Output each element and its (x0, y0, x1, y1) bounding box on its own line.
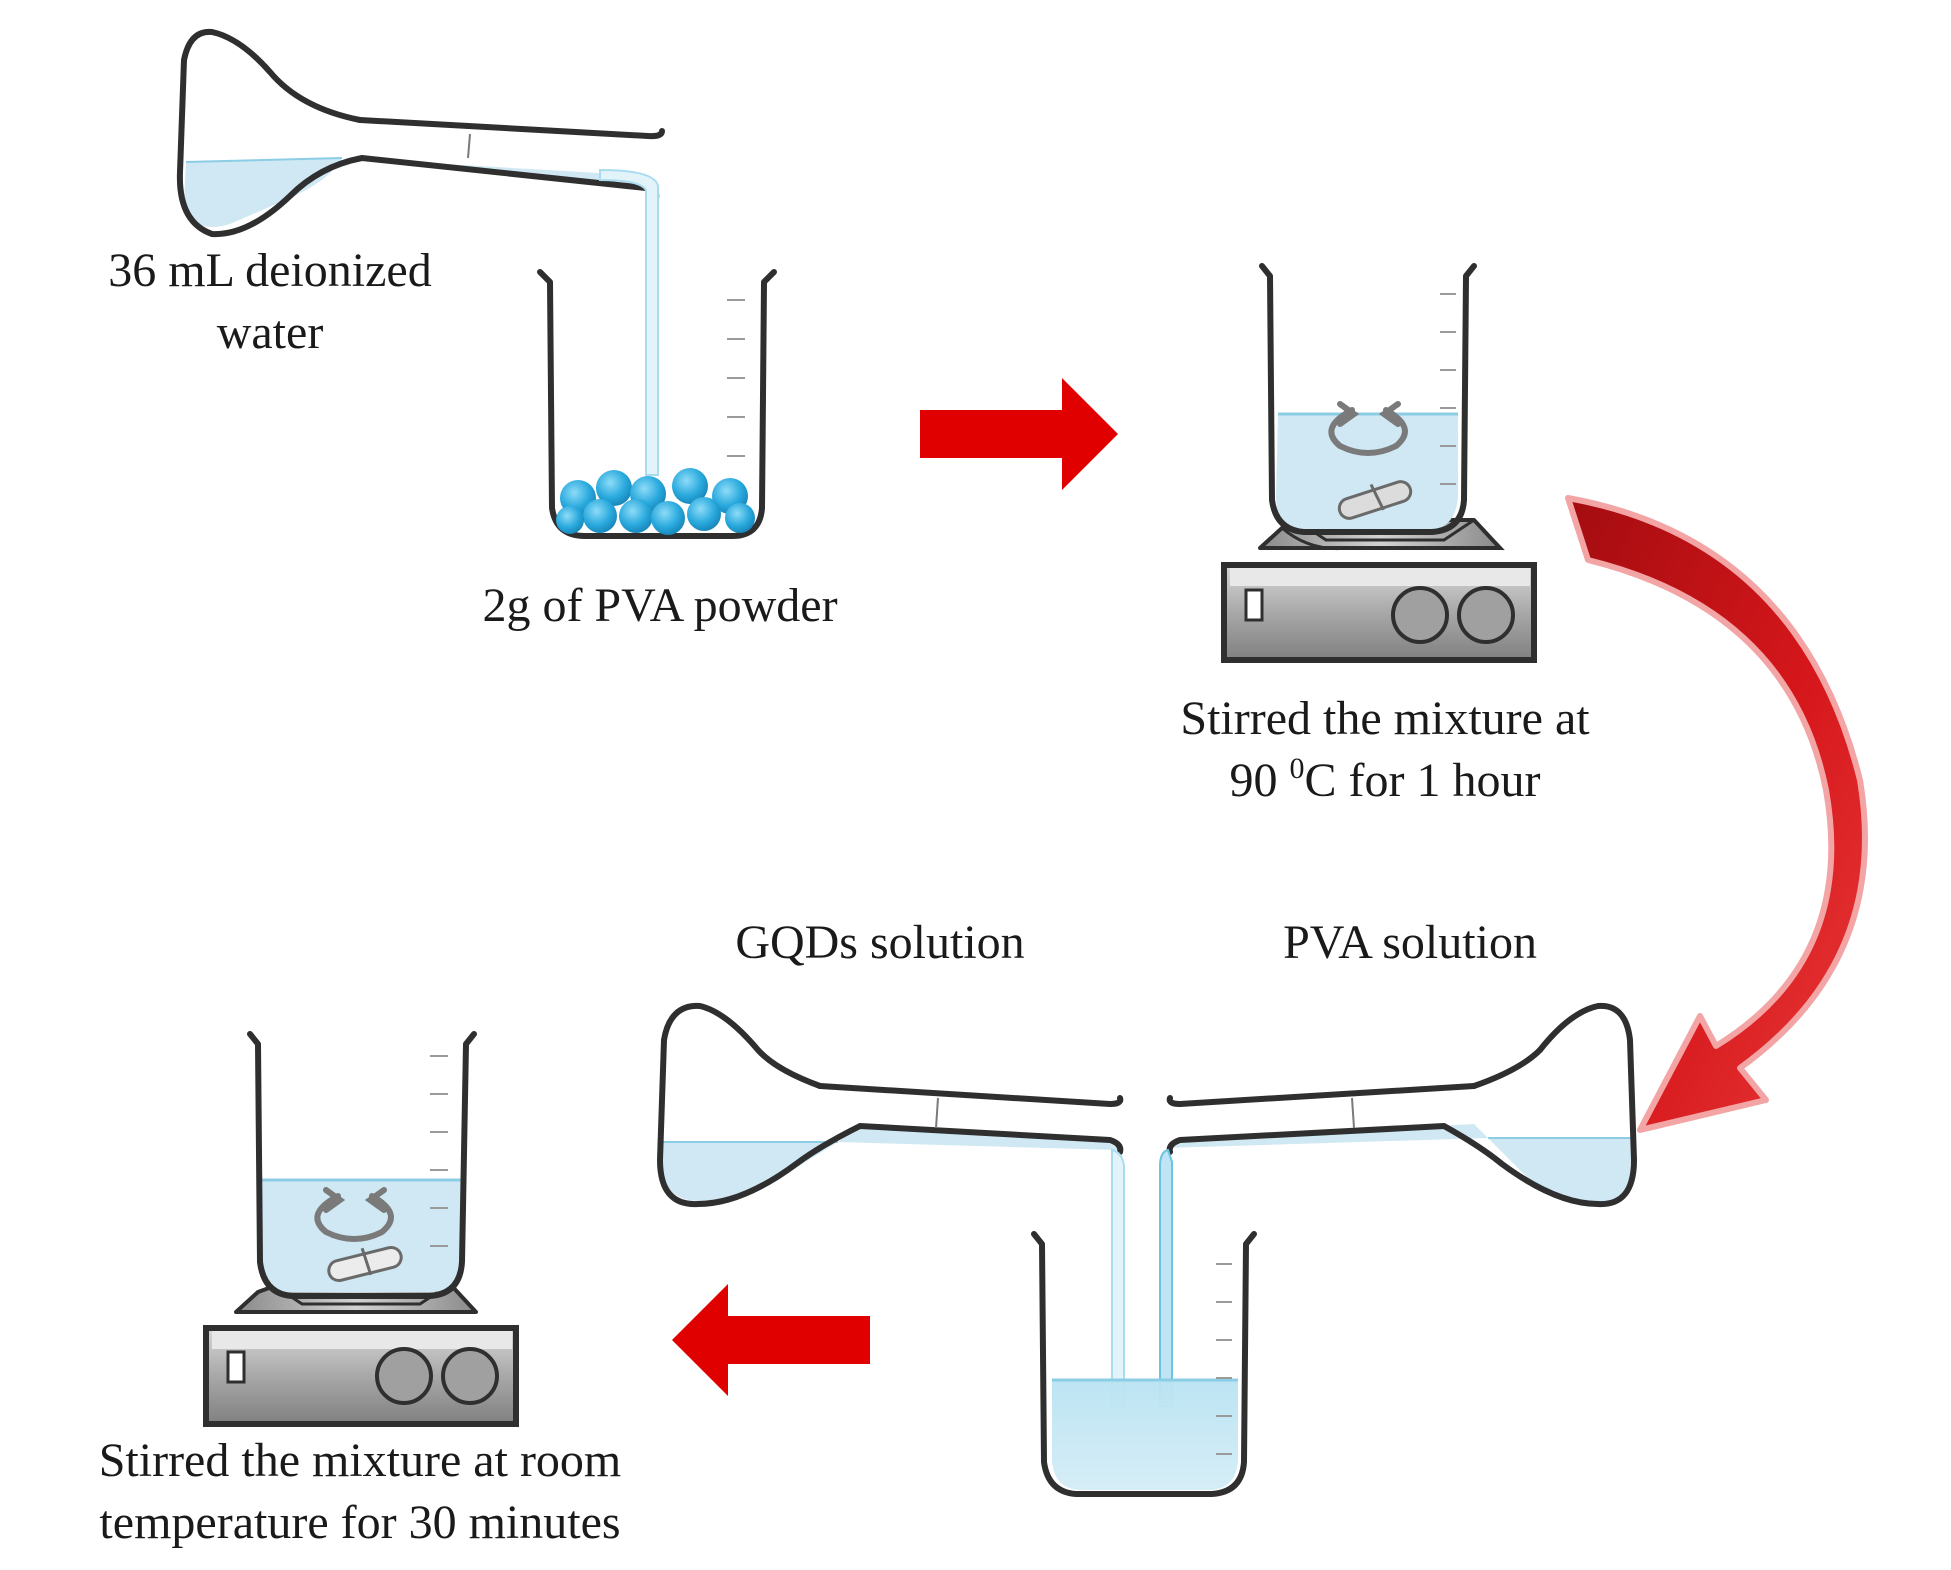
stir-hot-label-line2: 90 0C for 1 hour (1085, 750, 1685, 812)
rotation-arrows-icon (314, 1187, 394, 1242)
stir-room-label-line2: temperature for 30 minutes (99, 1496, 621, 1549)
pouring-flask-icon (176, 28, 665, 238)
arrow-left-icon (672, 1284, 870, 1396)
gqds-flask-icon (657, 1002, 1124, 1208)
pouring-stream (599, 168, 659, 476)
stir-bar-icon (327, 1245, 403, 1283)
pva-flask-icon (1166, 1002, 1637, 1208)
stir-hot-label: Stirred the mixture at 90 0C for 1 hour (1085, 688, 1685, 812)
pva-powder-label-text: 2g of PVA powder (482, 579, 838, 632)
deionized-water-label-line2: water (216, 306, 324, 359)
pva-solution-label: PVA solution (1200, 912, 1620, 974)
stir-hot-temp: 90 (1229, 754, 1290, 807)
deionized-water-label: 36 mL deionized water (40, 240, 500, 364)
stir-room-label-line1: Stirred the mixture at room (98, 1434, 622, 1487)
curved-arrow-icon (1565, 495, 1868, 1133)
pva-solution-label-text: PVA solution (1283, 916, 1537, 969)
stir-hot-duration: C for 1 hour (1304, 754, 1541, 807)
stir-hot-label-line1: Stirred the mixture at (1180, 692, 1590, 745)
gqds-solution-label-text: GQDs solution (735, 916, 1025, 969)
magnetic-stirrer-icon (203, 1282, 519, 1427)
arrow-right-icon (920, 378, 1118, 490)
pva-powder-label: 2g of PVA powder (390, 575, 930, 637)
pouring-stream (1111, 1148, 1173, 1407)
gqds-solution-label: GQDs solution (660, 912, 1100, 974)
stir-room-label: Stirred the mixture at room temperature … (0, 1430, 720, 1554)
deionized-water-label-line1: 36 mL deionized (108, 244, 432, 297)
rotation-arrows-icon (1328, 401, 1408, 456)
beaker-icon (537, 269, 777, 539)
pva-powder-beads (556, 468, 755, 535)
stir-bar-icon (1337, 480, 1413, 520)
beaker-icon (1031, 1231, 1257, 1497)
beaker-icon (1259, 263, 1477, 535)
degree-superscript: 0 (1289, 752, 1305, 785)
magnetic-stirrer-icon (1221, 518, 1537, 663)
